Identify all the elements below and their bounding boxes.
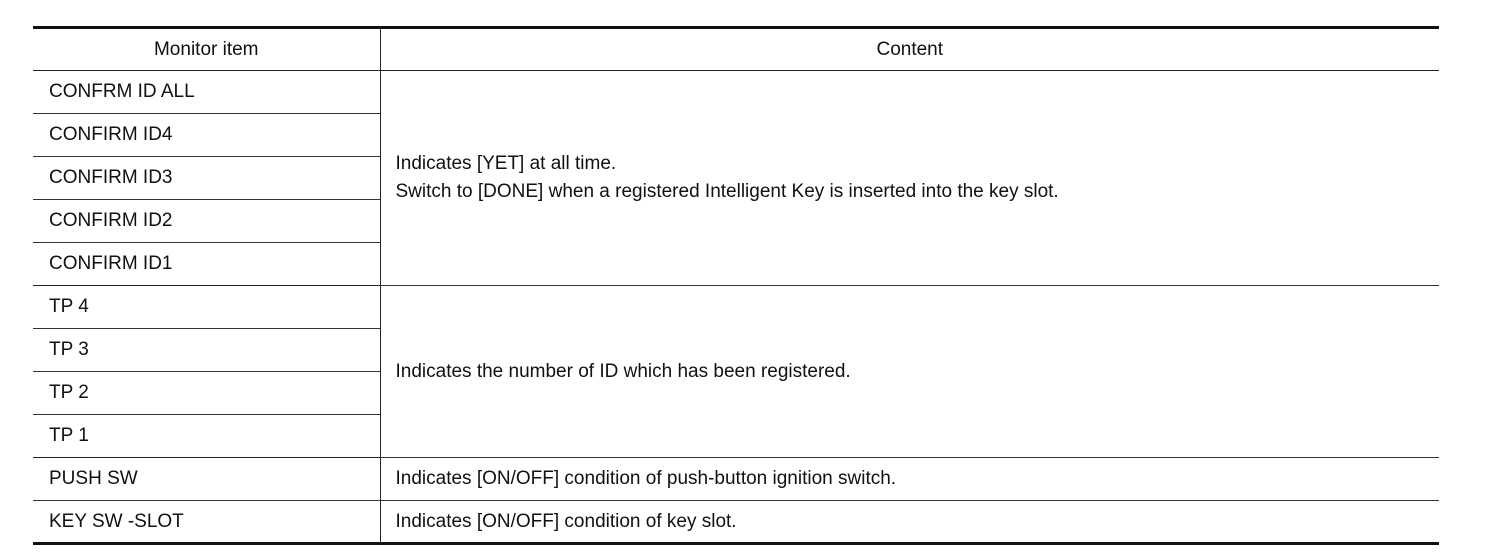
table-row: PUSH SW Indicates [ON/OFF] condition of … — [33, 457, 1439, 501]
table-row: TP 1 — [33, 414, 1439, 458]
monitor-item-cell: KEY SW -SLOT — [33, 500, 381, 545]
content-cell: Indicates [YET] at all time. Switch to [… — [380, 70, 1439, 286]
header-monitor-item: Monitor item — [33, 26, 380, 71]
monitor-item-cell: CONFRM ID ALL — [33, 70, 381, 114]
content-line: Indicates [YET] at all time. — [395, 153, 617, 174]
table-row: CONFIRM ID4 — [33, 113, 1439, 157]
table-row: CONFIRM ID2 — [33, 199, 1439, 243]
content-line: Switch to [DONE] when a registered Intel… — [395, 181, 1059, 202]
header-content: Content — [379, 26, 1439, 71]
content-cell: Indicates [ON/OFF] condition of key slot… — [380, 500, 1439, 545]
monitor-item-cell: CONFIRM ID2 — [33, 199, 381, 243]
header-row: Monitor item Content — [33, 26, 1439, 71]
table-row: TP 3 — [33, 328, 1439, 372]
monitor-item-cell: CONFIRM ID1 — [33, 242, 381, 286]
monitor-item-cell: TP 2 — [33, 371, 381, 415]
table-row: CONFRM ID ALL Indicates [YET] at all tim… — [33, 70, 1439, 286]
data-table: Monitor item Content CONFRM ID ALL Indic… — [33, 26, 1439, 545]
table-row: TP 2 — [33, 371, 1439, 415]
table-row: CONFIRM ID3 — [33, 156, 1439, 200]
table-row: KEY SW -SLOT Indicates [ON/OFF] conditio… — [33, 500, 1439, 545]
monitor-item-cell: TP 4 — [33, 285, 381, 329]
content-cell: Indicates [ON/OFF] condition of push-but… — [380, 457, 1439, 501]
monitor-item-table: Monitor item Content CONFRM ID ALL Indic… — [33, 26, 1439, 545]
monitor-item-cell: TP 1 — [33, 414, 381, 458]
table-row: CONFIRM ID1 — [33, 242, 1439, 286]
monitor-item-cell: CONFIRM ID4 — [33, 113, 381, 157]
content-cell: Indicates the number of ID which has bee… — [380, 285, 1439, 458]
monitor-item-cell: PUSH SW — [33, 457, 381, 501]
monitor-item-cell: CONFIRM ID3 — [33, 156, 381, 200]
monitor-item-cell: TP 3 — [33, 328, 381, 372]
table-row: TP 4 Indicates the number of ID which ha… — [33, 285, 1439, 458]
